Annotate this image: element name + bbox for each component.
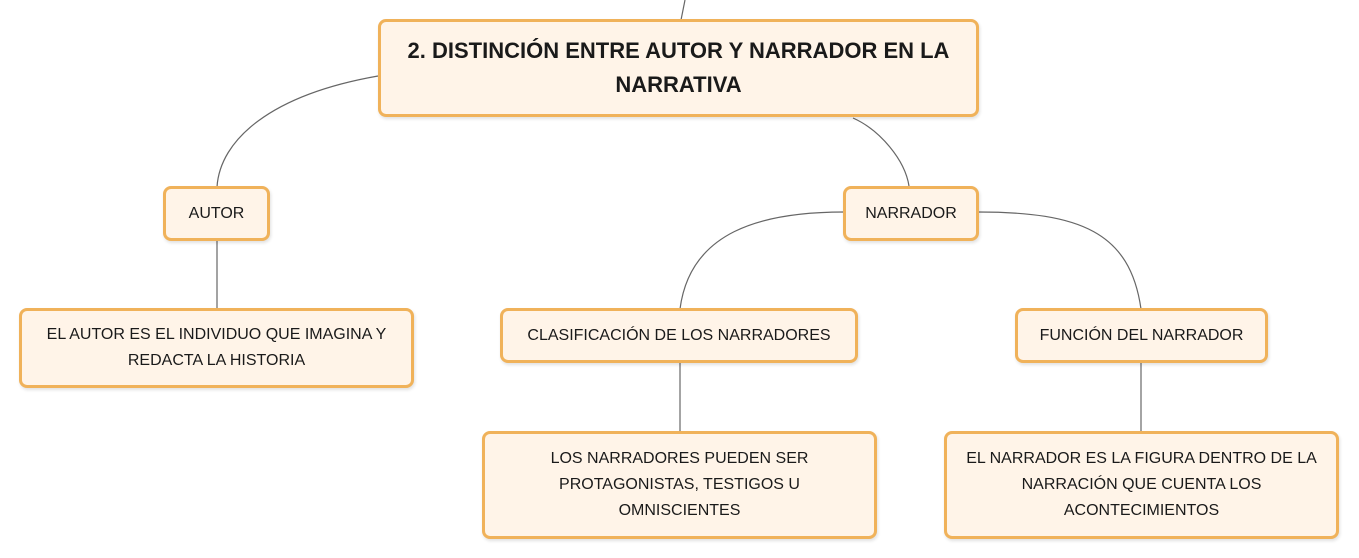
connector-incoming	[680, 0, 686, 21]
root-node[interactable]: 2. DISTINCIÓN ENTRE AUTOR Y NARRADOR EN …	[378, 19, 979, 117]
clasificacion-description-node[interactable]: LOS NARRADORES PUEDEN SER PROTAGONISTAS,…	[482, 431, 877, 539]
connector-root-narrador	[852, 117, 910, 187]
root-node-label: 2. DISTINCIÓN ENTRE AUTOR Y NARRADOR EN …	[407, 38, 950, 97]
autor-description-label: EL AUTOR ES EL INDIVIDUO QUE IMAGINA Y R…	[46, 326, 387, 369]
funcion-node[interactable]: FUNCIÓN DEL NARRADOR	[1015, 308, 1268, 363]
clasificacion-node-label: CLASIFICACIÓN DE LOS NARRADORES	[527, 326, 831, 344]
connector-root-autor	[216, 75, 379, 188]
funcion-node-label: FUNCIÓN DEL NARRADOR	[1039, 326, 1244, 344]
connector-narrador-clasificacion	[679, 211, 845, 310]
narrador-node-label: NARRADOR	[865, 204, 957, 222]
clasificacion-node[interactable]: CLASIFICACIÓN DE LOS NARRADORES	[500, 308, 858, 363]
autor-node-label: AUTOR	[188, 204, 245, 222]
autor-description-node[interactable]: EL AUTOR ES EL INDIVIDUO QUE IMAGINA Y R…	[19, 308, 414, 388]
narrador-node[interactable]: NARRADOR	[843, 186, 979, 241]
funcion-description-label: EL NARRADOR ES LA FIGURA DENTRO DE LA NA…	[966, 450, 1317, 519]
connector-narrador-funcion	[977, 211, 1142, 310]
clasificacion-description-label: LOS NARRADORES PUEDEN SER PROTAGONISTAS,…	[550, 450, 809, 519]
funcion-description-node[interactable]: EL NARRADOR ES LA FIGURA DENTRO DE LA NA…	[944, 431, 1339, 539]
autor-node[interactable]: AUTOR	[163, 186, 270, 241]
